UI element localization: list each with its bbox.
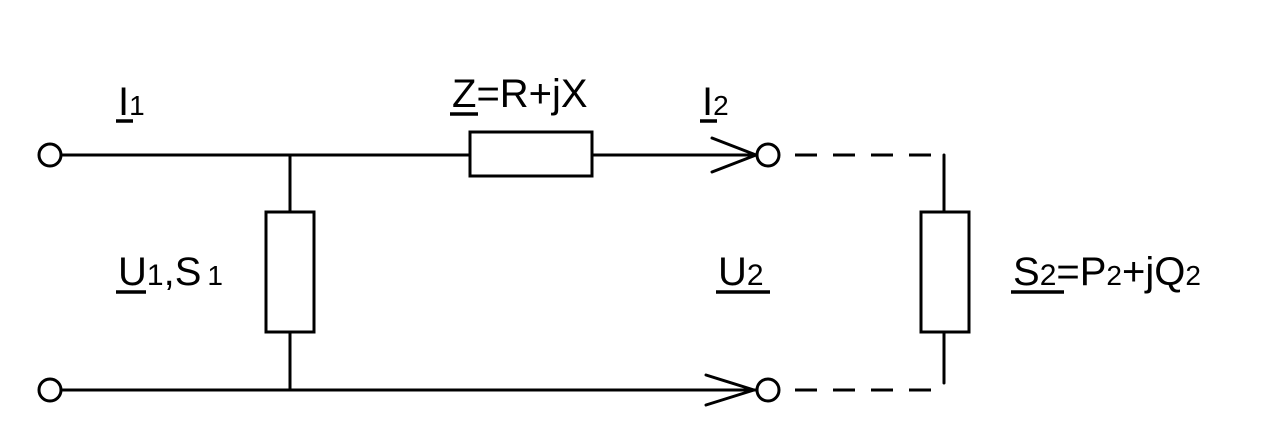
series-impedance [468, 130, 594, 178]
load-impedance [919, 210, 971, 334]
current-arrow-bottom [704, 373, 756, 407]
label-i2: I2 [702, 80, 729, 124]
input-terminal-top [37, 142, 63, 168]
shunt-impedance [264, 210, 316, 334]
output-terminal-top [755, 142, 781, 168]
label-z: Z=R+jX [452, 72, 588, 116]
input-terminal-bottom [37, 377, 63, 403]
label-i1: I1 [118, 80, 145, 124]
label-s2: S2=P2+jQ2 [1013, 250, 1201, 294]
output-terminal-bottom [755, 377, 781, 403]
label-u2: U2 [718, 250, 764, 294]
